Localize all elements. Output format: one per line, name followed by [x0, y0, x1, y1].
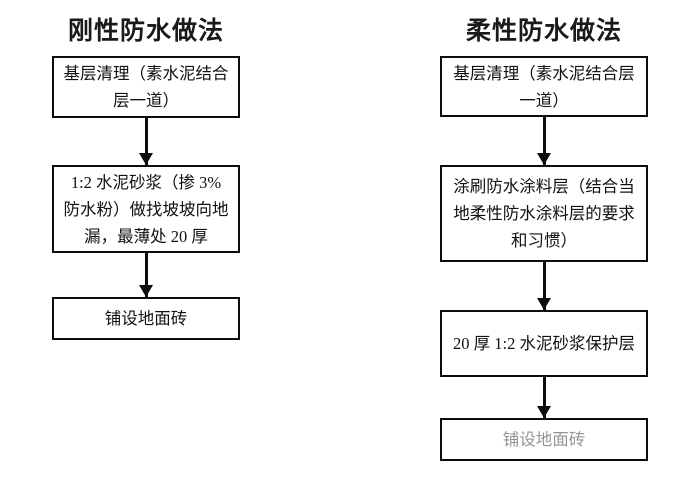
node-rigid-floor-tiles[interactable]: 铺设地面砖 [52, 297, 240, 340]
node-rigid-base-cleaning-text: 基层清理（素水泥结合层一道） [63, 64, 229, 110]
column-title-flexible: 柔性防水做法 [465, 18, 622, 45]
node-flexible-floor-tiles[interactable]: 铺设地面砖 [440, 418, 648, 461]
node-flexible-floor-tiles-text: 铺设地面砖 [502, 430, 586, 449]
node-flexible-protective-layer-text: 20 厚 1:2 水泥砂浆保护层 [453, 334, 635, 353]
connector-flexible-3-stem [542, 377, 546, 418]
connector-flexible-2-stem [542, 262, 546, 310]
node-flexible-waterproof-coating-text: 涂刷防水涂料层（结合当地柔性防水涂料层的要求和习惯） [453, 177, 635, 250]
node-flexible-base-cleaning-text: 基层清理（素水泥结合层一道） [453, 63, 635, 110]
connector-rigid-2-stem [144, 253, 148, 297]
column-title-rigid: 刚性防水做法 [67, 18, 224, 45]
node-flexible-waterproof-coating[interactable]: 涂刷防水涂料层（结合当地柔性防水涂料层的要求和习惯） [440, 165, 648, 262]
arrowhead-icon [537, 153, 551, 165]
arrowhead-icon [139, 153, 153, 165]
arrowhead-icon [537, 298, 551, 310]
node-rigid-cement-mortar-text: 1:2 水泥砂浆（掺 3% 防水粉）做找坡坡向地漏，最薄处 20 厚 [63, 172, 229, 246]
node-rigid-floor-tiles-text: 铺设地面砖 [104, 309, 188, 328]
arrowhead-icon [139, 285, 153, 297]
node-flexible-base-cleaning[interactable]: 基层清理（素水泥结合层一道） [440, 56, 648, 117]
connector-rigid-1-stem [144, 118, 148, 165]
connector-flexible-1-stem [542, 117, 546, 165]
node-rigid-cement-mortar[interactable]: 1:2 水泥砂浆（掺 3% 防水粉）做找坡坡向地漏，最薄处 20 厚 [52, 165, 240, 253]
node-flexible-protective-layer[interactable]: 20 厚 1:2 水泥砂浆保护层 [440, 310, 648, 377]
node-rigid-base-cleaning[interactable]: 基层清理（素水泥结合层一道） [52, 56, 240, 118]
arrowhead-icon [537, 406, 551, 418]
